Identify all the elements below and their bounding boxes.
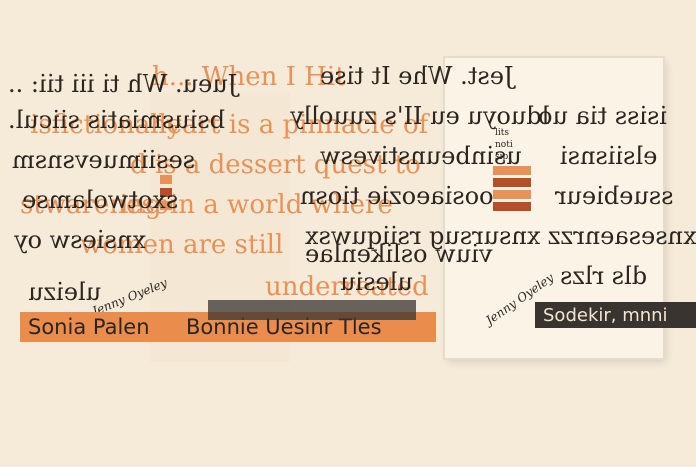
book-stripe (160, 175, 172, 184)
quote-line: ing in a world where (120, 190, 393, 220)
quote-line: heart is a pinnacle of (150, 110, 429, 140)
mirrored-text: dls rlzs (560, 262, 648, 290)
mirrored-text: ulesiu (340, 268, 413, 296)
mirrored-text: ssuebieur (555, 182, 674, 210)
book-stripe (493, 166, 531, 175)
name-bar: Sonia Palen (20, 312, 186, 342)
mirrored-text: xnsesaenrzz (548, 222, 696, 250)
mirrored-text: usinbeunstivesw (320, 142, 522, 170)
book-title-line: sipl (495, 152, 512, 162)
quote-line: women are still (80, 230, 284, 260)
mirrored-text: Jest. Whe It tise (320, 62, 514, 90)
mirrored-text: bsiusmiatis siicul. (8, 106, 226, 134)
mirrored-text: isiss tia uo (538, 102, 668, 130)
mirrored-text: viuw oslikenlae (305, 240, 493, 268)
mirrored-text: xnsiesw oy (14, 226, 146, 254)
mirrored-text: elsiisnsi (560, 142, 658, 170)
book-title-line: lits (495, 128, 509, 138)
quote-line: stwareness (20, 190, 169, 220)
mirrored-text: sesiimuevsnsm (12, 146, 196, 174)
book-stripe (160, 201, 172, 210)
name-bar: Sodekir, mnni (535, 302, 696, 328)
book-stripe (493, 190, 531, 199)
mirrored-text: lduoyu eu II's zuuolly (290, 102, 550, 130)
mirrored-text: sxotwolamse (22, 186, 179, 214)
book-stripe (493, 178, 531, 187)
name-bar-shadow (208, 300, 416, 320)
quote-line: underreated (265, 272, 429, 302)
mirrored-text: uleizu (28, 278, 102, 306)
mirrored-text: oosiaeozie tiosn (300, 182, 494, 210)
book-stripe (493, 202, 531, 211)
quote-line: h... When I Hit (152, 62, 346, 92)
book-title-line: noti (495, 140, 513, 150)
mirrored-text: Jueu. Wh ti iii tii: .. (8, 70, 238, 98)
quote-line: d is a dessert quest to (130, 150, 421, 180)
book-stripe (160, 188, 172, 197)
quote-line: isfictionally (30, 110, 182, 140)
